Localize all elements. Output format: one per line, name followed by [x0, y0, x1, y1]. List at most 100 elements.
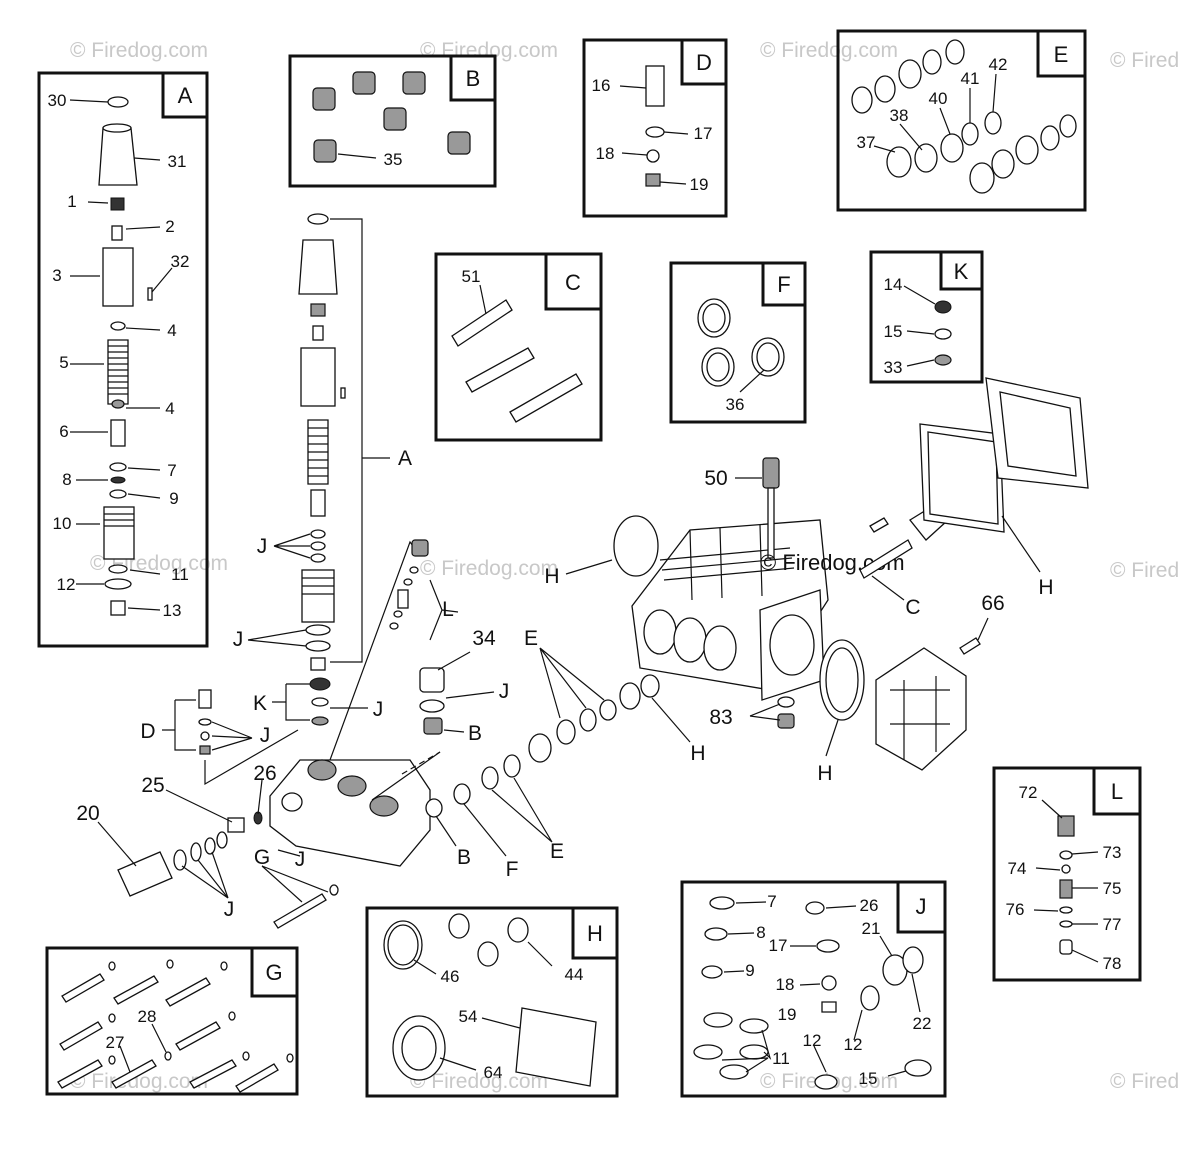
callout: 31 — [168, 152, 187, 171]
assembly-callout: H — [544, 565, 559, 588]
assembly-callout: J — [260, 724, 271, 747]
callout: 32 — [171, 252, 190, 271]
watermark: © Firedog.com — [410, 1070, 548, 1093]
callout: 15 — [884, 322, 903, 341]
watermark: © Firedog.com — [1110, 49, 1180, 72]
assembly-callout: 83 — [709, 706, 732, 729]
callout: 8 — [756, 923, 765, 942]
callout: 8 — [62, 470, 71, 489]
assembly-callout: J — [257, 535, 268, 558]
callout: 21 — [862, 919, 881, 938]
callout: 17 — [769, 936, 788, 955]
assembly-callout: 26 — [253, 762, 276, 785]
callout: 54 — [459, 1007, 478, 1026]
callout: 7 — [167, 461, 176, 480]
callout: 73 — [1103, 843, 1122, 862]
kit-g-panel: G 28 27 — [45, 946, 299, 1096]
callout: 35 — [384, 150, 403, 169]
kit-a-panel: A 30 31 1 2 3 32 4 5 4 6 7 8 9 — [37, 71, 209, 648]
callout: 12 — [844, 1035, 863, 1054]
callout: 76 — [1006, 900, 1025, 919]
assembly-callout: J — [295, 848, 306, 871]
assembly-callout: G — [254, 846, 270, 869]
callout: 4 — [165, 399, 174, 418]
assembly-callout: A — [398, 447, 412, 470]
assembly-callout: H — [817, 762, 832, 785]
callout: 19 — [690, 175, 709, 194]
kit-tag: F — [777, 272, 790, 297]
kit-b-panel: B 35 — [288, 54, 497, 188]
watermark: © Firedog.com — [70, 1070, 208, 1093]
callout: 4 — [167, 321, 176, 340]
callout: 75 — [1103, 879, 1122, 898]
callout: 18 — [596, 144, 615, 163]
watermark: © Firedog.com — [70, 39, 208, 62]
callout: 40 — [929, 89, 948, 108]
kit-tag: D — [696, 50, 712, 75]
kit-k-panel: K 14 15 33 — [869, 250, 984, 384]
callout: 11 — [171, 565, 189, 584]
callout: 2 — [165, 217, 174, 236]
callout: 51 — [462, 267, 481, 286]
assembly-callout: F — [506, 858, 519, 881]
callout: 37 — [857, 133, 876, 152]
assembly-callout: 34 — [472, 627, 496, 650]
assembly-callout: J — [373, 698, 384, 721]
callout: 11 — [772, 1049, 790, 1068]
kit-tag: A — [178, 83, 193, 108]
callout: 72 — [1019, 783, 1038, 802]
callout: 22 — [913, 1014, 932, 1033]
assembly-callout: H — [690, 742, 705, 765]
kit-j-panel: J 7 26 8 17 21 9 18 19 22 11 12 12 15 — [680, 880, 947, 1098]
callout: 17 — [694, 124, 713, 143]
callout: 14 — [884, 275, 903, 294]
kit-tag: L — [1111, 779, 1123, 804]
assembly-callout: J — [233, 628, 244, 651]
callout: 42 — [989, 55, 1008, 74]
assembly-callout: 50 — [704, 467, 727, 490]
callout: 41 — [961, 69, 980, 88]
assembly-callout: J — [224, 898, 235, 921]
callout: 46 — [441, 967, 460, 986]
watermark: © Firedog.com — [1110, 559, 1180, 582]
callout: 28 — [138, 1007, 157, 1026]
callout: 19 — [778, 1005, 797, 1024]
assembly-callout: H — [1038, 576, 1053, 599]
kit-tag: B — [466, 66, 481, 91]
kit-h-panel: H 46 44 54 64 — [365, 906, 619, 1098]
assembly-callout: K — [253, 692, 267, 715]
callout: 36 — [726, 395, 745, 414]
callout: 77 — [1103, 915, 1122, 934]
kit-l-panel: L 72 73 74 75 76 77 78 — [992, 766, 1142, 982]
assembly-callout: B — [457, 846, 471, 869]
callout: 10 — [53, 514, 72, 533]
assembly-callout: 20 — [76, 802, 99, 825]
kit-f-panel: F 36 — [669, 261, 807, 424]
callout: 44 — [565, 965, 584, 984]
assembly-callout: C — [905, 596, 920, 619]
callout: 15 — [859, 1069, 878, 1088]
callout: 38 — [890, 106, 909, 125]
callout: 27 — [106, 1033, 125, 1052]
kit-tag: C — [565, 270, 581, 295]
watermarks: © Firedog.com © Firedog.com © Firedog.co… — [70, 39, 1180, 1093]
assembly-callout: B — [468, 722, 482, 745]
callout: 9 — [169, 489, 178, 508]
callout: 33 — [884, 358, 903, 377]
kit-c-panel: C 51 — [434, 252, 603, 442]
assembly-callout: 25 — [141, 774, 164, 797]
callout: 12 — [803, 1031, 822, 1050]
assembly-callout: D — [140, 720, 155, 743]
callout: 6 — [59, 422, 68, 441]
kit-tag: E — [1054, 42, 1069, 67]
callout: 13 — [163, 601, 182, 620]
callout: 9 — [745, 961, 754, 980]
callout: 30 — [48, 91, 67, 110]
assembly-callout: J — [499, 680, 510, 703]
watermark: © Firedog.com — [420, 557, 558, 580]
callout: 1 — [67, 192, 76, 211]
main-assembly: A J J K J D J 25 26 — [76, 213, 1089, 929]
watermark: © Firedog.com — [760, 39, 898, 62]
